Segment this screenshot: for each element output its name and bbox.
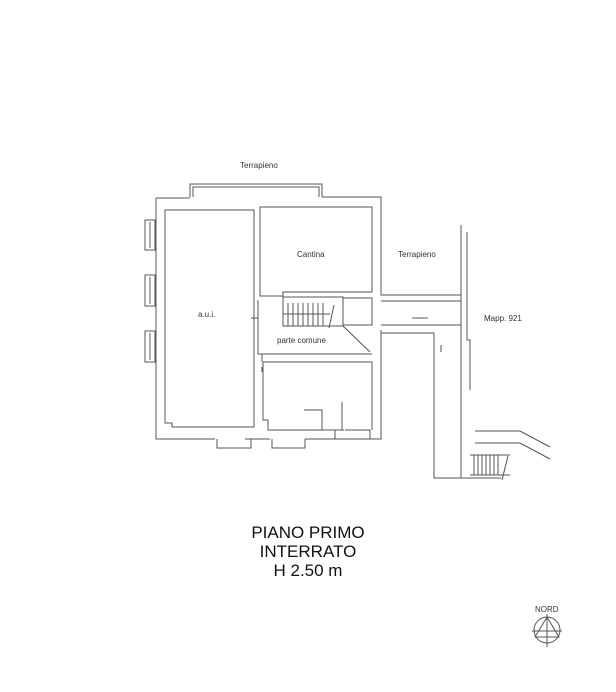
- label-parte-comune: parte comune: [277, 336, 326, 345]
- north-compass-icon: NORD: [532, 605, 562, 647]
- plan-title-line2: INTERRATO: [259, 542, 357, 561]
- label-terrapieno-right: Terrapieno: [398, 250, 436, 259]
- label-terrapieno-top: Terrapieno: [240, 161, 278, 170]
- stair-treads-right: [470, 454, 510, 481]
- plan-title-line1: PIANO PRIMO: [251, 523, 365, 542]
- label-aui: a.u.i.: [198, 310, 215, 319]
- walls: [144, 183, 551, 481]
- label-cantina: Cantina: [297, 250, 325, 259]
- stair-treads: [283, 303, 335, 329]
- label-mapp: Mapp. 921: [484, 314, 522, 323]
- svg-text:NORD: NORD: [535, 605, 559, 614]
- plan-height: H 2.50 m: [273, 561, 343, 580]
